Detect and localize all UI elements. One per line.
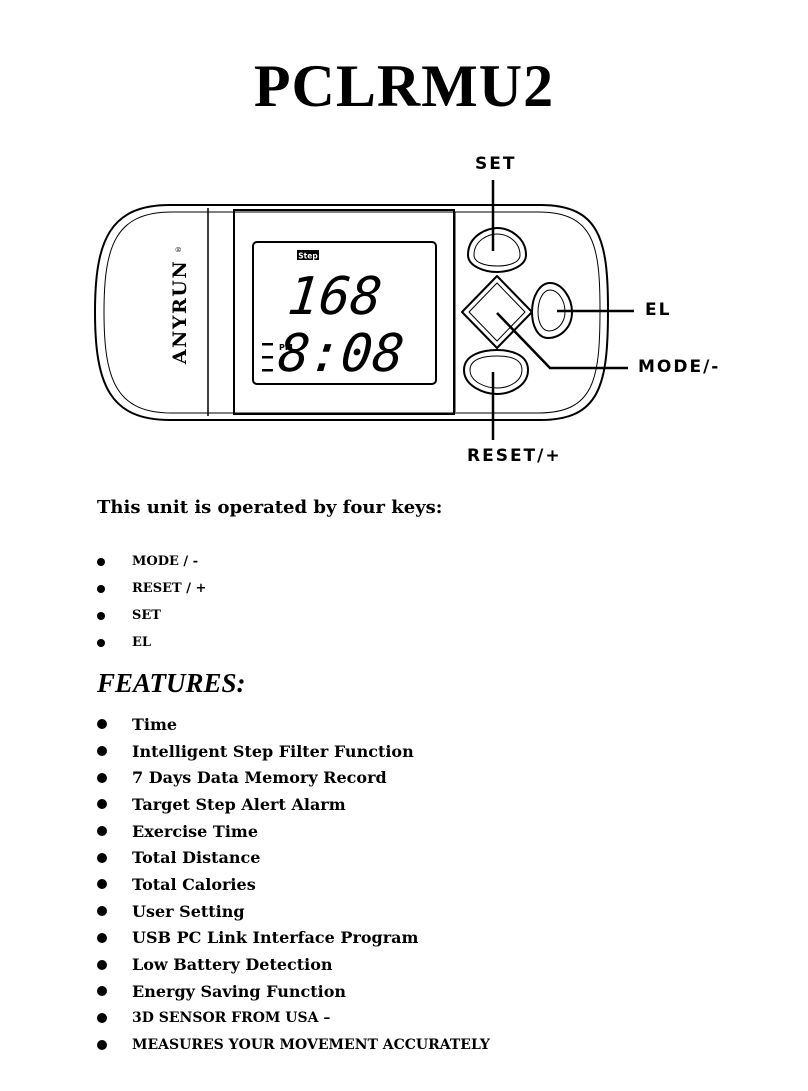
bullet-icon (97, 1039, 107, 1050)
bullet-icon (97, 879, 107, 890)
bullet-icon (97, 1012, 107, 1023)
pedometer-device-illustration: Step 168 8:08 PM ANYRUN ® (93, 180, 634, 440)
list-item: USB PC Link Interface Program (97, 925, 490, 952)
lcd-time-value: 8:08 (275, 324, 406, 384)
bullet-icon (97, 932, 107, 943)
mode-leader-line (496, 312, 628, 370)
lcd-bar-1 (262, 343, 273, 346)
reset-callout-label: RESET/+ (467, 446, 562, 466)
keys-list: MODE / - RESET / + SET EL (97, 548, 206, 656)
lcd-screen (252, 241, 437, 385)
lcd-bar-3 (262, 369, 273, 372)
step-label-box (297, 250, 319, 260)
lcd-ampm-indicator: PM (279, 343, 293, 352)
el-button[interactable] (530, 281, 574, 340)
reset-button[interactable] (462, 348, 530, 396)
lcd-step-value: 168 (285, 267, 385, 327)
mode-button[interactable] (461, 275, 533, 349)
bullet-icon (97, 719, 107, 730)
list-item: Total Calories (97, 871, 490, 898)
bullet-icon (97, 799, 107, 810)
bullet-icon (97, 852, 107, 863)
bullet-icon (97, 746, 107, 757)
list-item: MEASURES YOUR MOVEMENT ACCURATELY (97, 1031, 490, 1058)
device-body-inner-outline (103, 211, 601, 414)
set-callout-label: SET (475, 154, 517, 174)
list-item: SET (97, 602, 206, 629)
page-title: PCLRMU2 (253, 53, 555, 119)
bullet-icon (97, 959, 107, 970)
el-callout-label: EL (645, 300, 672, 320)
keys-heading: This unit is operated by four keys: (97, 497, 443, 518)
list-item: Intelligent Step Filter Function (97, 738, 490, 765)
list-item: EL (97, 629, 206, 656)
bullet-icon (97, 638, 105, 647)
bullet-icon (97, 557, 105, 566)
list-item: Target Step Alert Alarm (97, 791, 490, 818)
mode-callout-label: MODE/- (638, 357, 721, 377)
lcd-step-label: Step (298, 252, 318, 261)
list-item: Total Distance (97, 844, 490, 871)
list-item: Exercise Time (97, 818, 490, 845)
list-item: User Setting (97, 898, 490, 925)
features-heading: FEATURES: (97, 668, 246, 698)
bullet-icon (97, 826, 107, 837)
device-front-panel (233, 209, 455, 415)
set-button[interactable] (466, 226, 528, 274)
bullet-icon (97, 906, 107, 917)
lcd-bar-2 (262, 356, 273, 359)
bullet-icon (97, 772, 107, 783)
list-item: MODE / - (97, 548, 206, 575)
bullet-icon (97, 584, 105, 593)
features-list: Time Intelligent Step Filter Function 7 … (97, 711, 490, 1058)
list-item: Low Battery Detection (97, 951, 490, 978)
list-item: Time (97, 711, 490, 738)
list-item: Energy Saving Function (97, 978, 490, 1005)
list-item: RESET / + (97, 575, 206, 602)
bullet-icon (97, 986, 107, 997)
list-item: 7 Days Data Memory Record (97, 764, 490, 791)
registered-mark: ® (175, 246, 183, 253)
bullet-icon (97, 611, 105, 620)
brand-logo: ANYRUN (169, 260, 191, 365)
list-item: 3D SENSOR FROM USA – (97, 1005, 490, 1032)
device-body-outline (93, 204, 610, 421)
